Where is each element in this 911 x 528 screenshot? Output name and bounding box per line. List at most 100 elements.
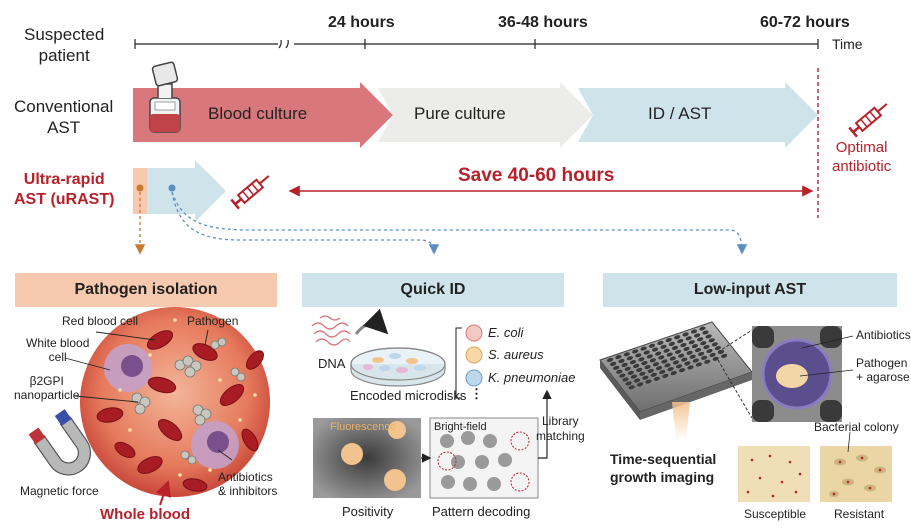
blood-droplet — [80, 307, 270, 497]
plate-well — [633, 363, 640, 369]
plate-well — [626, 356, 633, 361]
mix-arrow — [354, 308, 389, 335]
plate-well — [697, 337, 704, 342]
plate-well — [649, 358, 656, 363]
plate-well — [674, 335, 681, 340]
plate-well — [610, 361, 617, 366]
plate-well — [680, 342, 687, 348]
bacterial-colony-label: Bacterial colony — [814, 420, 899, 434]
plate-well — [623, 352, 630, 357]
suspected-patient-label: Suspected patient — [24, 25, 105, 65]
save-time-label: Save 40-60 hours — [458, 165, 615, 186]
ecoli-icon — [465, 324, 483, 342]
quickid-connector — [171, 191, 440, 255]
plate-well — [637, 382, 644, 387]
urast-label: Ultra-rapid AST (uRAST) — [14, 171, 115, 208]
plate-well — [638, 357, 645, 362]
plate-well — [675, 349, 682, 354]
ast-title: Low-input AST — [693, 281, 807, 298]
plate-well — [642, 375, 649, 380]
microdisks-label: Encoded microdisks — [350, 388, 467, 403]
petri-dish-icon — [350, 347, 446, 387]
plate-well — [613, 365, 620, 370]
plate-well — [683, 346, 690, 351]
id-ast-label: ID / AST — [648, 104, 712, 123]
pathogen-clusters — [131, 337, 246, 465]
plate-well — [690, 329, 698, 334]
positivity-label: Positivity — [342, 504, 394, 519]
plate-well — [701, 355, 708, 360]
plate-well — [664, 363, 671, 368]
axis-break-icon — [278, 38, 294, 50]
ast-connector — [171, 191, 748, 255]
plate-well — [689, 354, 696, 359]
plate-well — [655, 351, 662, 356]
plate-well — [606, 357, 614, 363]
plate-well — [712, 356, 719, 361]
quickid-header-bg — [302, 273, 564, 307]
optimal-syringe-icon — [848, 103, 888, 138]
b2gpi-label: β2GPI nanoparticle — [14, 374, 80, 402]
plate-well — [695, 362, 702, 367]
plate-well — [615, 355, 622, 360]
plate-well — [641, 361, 648, 366]
positive-disk — [341, 443, 363, 465]
growth-imaging-label: Time-sequential growth imaging — [610, 451, 717, 485]
timeline — [133, 38, 888, 255]
colony-pointer — [847, 431, 851, 453]
plate-well — [619, 373, 626, 378]
plate-well — [645, 379, 652, 384]
plate-well — [624, 366, 631, 371]
plate-well — [640, 346, 647, 351]
positive-disk — [388, 421, 406, 439]
pathogen-agarose-spot — [776, 364, 808, 388]
pathogen-label: Pathogen — [187, 314, 239, 328]
plate-well — [643, 350, 650, 355]
magnetic-force-label: Magnetic force — [20, 484, 99, 498]
kpneumoniae-icon — [465, 369, 483, 387]
plate-well — [630, 374, 637, 379]
plate-well — [698, 351, 705, 356]
blood-culture-label: Blood culture — [208, 104, 308, 123]
quickid-illustration — [311, 308, 552, 499]
plate-well — [699, 326, 706, 331]
whole-blood-arrow — [155, 480, 171, 506]
plate-well — [653, 376, 660, 381]
wbc-label: White blood cell — [26, 336, 90, 364]
tick-24h-label: 24 hours — [328, 14, 395, 31]
brightfield-label: Bright-field — [434, 421, 487, 433]
imaging-beam — [672, 402, 690, 440]
quickid-title: Quick ID — [400, 281, 466, 298]
plate-well — [621, 362, 628, 367]
pathogen-agarose-label: Pathogen + agarose — [856, 356, 910, 384]
plate-well — [659, 369, 666, 375]
resistant-label: Resistant — [834, 507, 885, 521]
plate-well — [702, 330, 709, 335]
plate-well — [656, 366, 663, 371]
plate-well — [682, 332, 689, 337]
plate-well — [672, 360, 679, 365]
antibiotics-inhibitors-label: Antibiotics & inhibitors — [218, 470, 278, 498]
plate-well — [652, 347, 659, 352]
plate-well — [670, 371, 677, 376]
conventional-ast-label: Conventional AST — [14, 97, 114, 137]
plate-well — [625, 381, 632, 386]
positive-disk — [384, 469, 406, 491]
plate-well — [648, 343, 656, 348]
plate-well — [660, 344, 667, 349]
plate-well — [708, 338, 715, 343]
time-axis-label: Time — [832, 36, 863, 52]
optimal-antibiotic-label: Optimal antibiotic — [832, 139, 892, 175]
dna-icon — [311, 315, 351, 346]
plate-well — [652, 362, 660, 367]
plate-well — [705, 334, 712, 339]
plate-well — [668, 341, 675, 346]
plate-well — [666, 352, 673, 357]
zoomed-well — [752, 326, 842, 422]
whole-blood-label: Whole blood — [100, 506, 190, 523]
plate-well — [658, 355, 665, 360]
plate-well — [661, 359, 668, 364]
saureus-icon — [465, 346, 483, 364]
plate-well — [686, 350, 693, 355]
plate-well — [628, 385, 635, 390]
